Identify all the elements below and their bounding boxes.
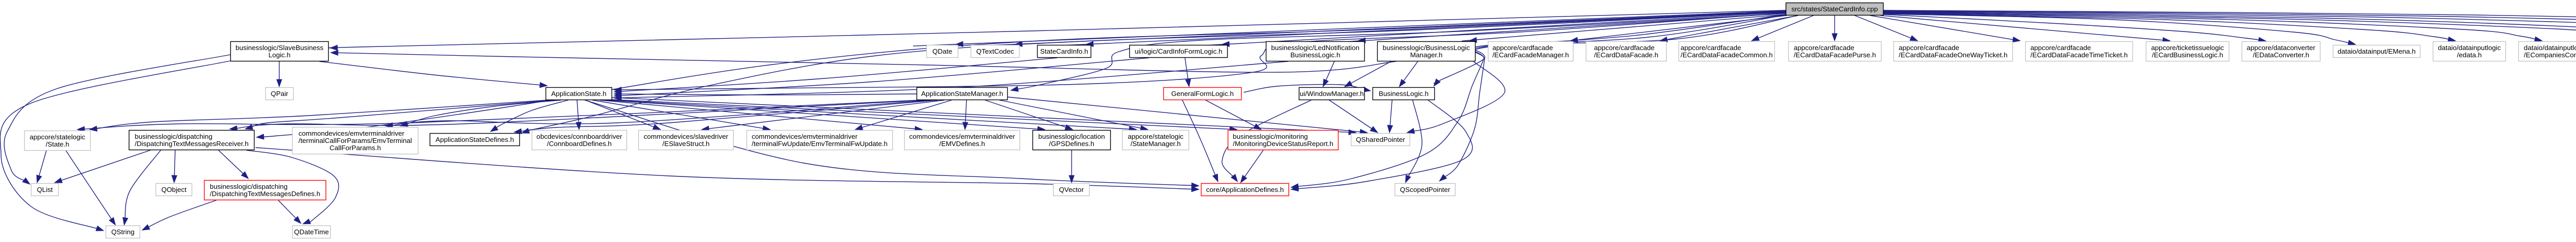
svg-text:/ECardDataFacadeOneWayTicket.h: /ECardDataFacadeOneWayTicket.h <box>1899 51 2007 59</box>
svg-text:/EDataConverter.h: /EDataConverter.h <box>2253 51 2309 59</box>
svg-text:dataio/datainputlogic: dataio/datainputlogic <box>2438 44 2501 52</box>
svg-text:appcore/cardfacade: appcore/cardfacade <box>1794 44 1855 52</box>
svg-text:commondevices/emvterminaldrive: commondevices/emvterminaldriver <box>752 133 858 140</box>
svg-text:ApplicationStateDefines.h: ApplicationStateDefines.h <box>435 136 514 143</box>
svg-text:QScopedPointer: QScopedPointer <box>1400 186 1450 193</box>
svg-text:/terminalCallForParams/EmvTerm: /terminalCallForParams/EmvTerminal <box>298 137 412 144</box>
svg-text:QObject: QObject <box>161 186 187 193</box>
svg-text:appcore/statelogic: appcore/statelogic <box>1128 133 1183 140</box>
svg-text:/ECardDataFacadeCommon.h: /ECardDataFacadeCommon.h <box>1681 51 1773 59</box>
svg-text:/MonitoringDeviceStatusReport.: /MonitoringDeviceStatusReport.h <box>1233 140 1333 148</box>
svg-text:/DispatchingTextMessagesReceiv: /DispatchingTextMessagesReceiver.h <box>135 140 249 148</box>
svg-text:/ESlaveStruct.h: /ESlaveStruct.h <box>663 140 710 148</box>
svg-text:src/states/StateCardInfo.cpp: src/states/StateCardInfo.cpp <box>1791 5 1878 13</box>
svg-text:Logic.h: Logic.h <box>268 51 291 59</box>
svg-text:QPair: QPair <box>271 90 289 98</box>
svg-text:QSharedPointer: QSharedPointer <box>1356 136 1405 143</box>
svg-text:commondevices/emvterminaldrive: commondevices/emvterminaldriver <box>298 130 404 137</box>
svg-text:businesslogic/monitoring: businesslogic/monitoring <box>1233 133 1308 140</box>
svg-text:commondevices/emvterminaldrive: commondevices/emvterminaldriver <box>909 133 1015 140</box>
svg-text:businesslogic/dispatching: businesslogic/dispatching <box>135 133 213 140</box>
svg-text:appcore/cardfacade: appcore/cardfacade <box>1899 44 1959 52</box>
svg-text:/ECardDataFacadeTimeTicket.h: /ECardDataFacadeTimeTicket.h <box>2030 51 2128 59</box>
svg-text:QDate: QDate <box>933 47 952 55</box>
svg-text:businesslogic/BusinessLogic: businesslogic/BusinessLogic <box>1383 44 1470 52</box>
svg-text:obcdevices/connboarddriver: obcdevices/connboarddriver <box>536 133 622 140</box>
svg-text:QVector: QVector <box>1059 186 1084 193</box>
svg-text:businesslogic/location: businesslogic/location <box>1038 133 1105 140</box>
svg-text:QDateTime: QDateTime <box>294 228 329 236</box>
svg-text:ui/logic/CardInfoFormLogic.h: ui/logic/CardInfoFormLogic.h <box>1135 47 1223 55</box>
svg-text:/ECardFacadeManager.h: /ECardFacadeManager.h <box>1493 51 1569 59</box>
svg-text:/ConnboardDefines.h: /ConnboardDefines.h <box>547 140 612 148</box>
svg-text:Manager.h: Manager.h <box>1410 51 1443 59</box>
svg-text:QString: QString <box>111 228 134 236</box>
svg-text:GeneralFormLogic.h: GeneralFormLogic.h <box>1171 90 1233 98</box>
svg-text:/ECardDataFacade.h: /ECardDataFacade.h <box>1594 51 1658 59</box>
svg-text:businesslogic/dispatching: businesslogic/dispatching <box>210 183 287 190</box>
svg-text:CallForParams.h: CallForParams.h <box>330 144 381 152</box>
svg-text:appcore/cardfacade: appcore/cardfacade <box>2030 44 2091 52</box>
svg-text:appcore/ticketissuelogic: appcore/ticketissuelogic <box>2151 44 2224 52</box>
svg-text:core/ApplicationDefines.h: core/ApplicationDefines.h <box>1206 186 1284 193</box>
svg-text:QList: QList <box>37 186 53 193</box>
svg-text:appcore/cardfacade: appcore/cardfacade <box>1681 44 1741 52</box>
svg-text:/ECardBusinessLogic.h: /ECardBusinessLogic.h <box>2152 51 2223 59</box>
svg-text:/ECardDataFacadePurse.h: /ECardDataFacadePurse.h <box>1794 51 1876 59</box>
svg-text:appcore/statelogic: appcore/statelogic <box>30 133 86 141</box>
svg-text:appcore/dataconverter: appcore/dataconverter <box>2247 44 2316 52</box>
svg-text:/State.h: /State.h <box>46 140 70 148</box>
svg-text:ApplicationStateManager.h: ApplicationStateManager.h <box>921 90 1003 98</box>
svg-text:businesslogic/LedNotification: businesslogic/LedNotification <box>1271 44 1359 52</box>
svg-text:/ECompaniesConfig.h: /ECompaniesConfig.h <box>2524 51 2576 59</box>
svg-text:appcore/cardfacade: appcore/cardfacade <box>1594 44 1655 52</box>
svg-text:/terminalFwUpdate/EmvTerminalF: /terminalFwUpdate/EmvTerminalFwUpdate.h <box>752 140 888 148</box>
svg-text:businesslogic/SlaveBusiness: businesslogic/SlaveBusiness <box>235 44 324 52</box>
svg-text:/EMVDefines.h: /EMVDefines.h <box>939 140 985 148</box>
svg-text:appcore/cardfacade: appcore/cardfacade <box>1493 44 1553 52</box>
svg-text:dataio/datainputlogic: dataio/datainputlogic <box>2524 44 2576 52</box>
svg-text:/StateManager.h: /StateManager.h <box>1130 140 1181 148</box>
svg-text:/GPSDefines.h: /GPSDefines.h <box>1049 140 1094 148</box>
svg-text:/DispatchingTextMessagesDefine: /DispatchingTextMessagesDefines.h <box>210 190 320 198</box>
svg-text:QTextCodec: QTextCodec <box>976 47 1014 55</box>
svg-text:dataio/datainput/EMena.h: dataio/datainput/EMena.h <box>2337 47 2416 55</box>
svg-text:BusinessLogic.h: BusinessLogic.h <box>1379 90 1429 98</box>
svg-text:BusinessLogic.h: BusinessLogic.h <box>1291 51 1341 59</box>
svg-text:ui/WindowManager.h: ui/WindowManager.h <box>1300 90 1364 98</box>
svg-text:/edata.h: /edata.h <box>2457 51 2482 59</box>
svg-text:commondevices/slavedriver: commondevices/slavedriver <box>643 133 728 140</box>
svg-text:ApplicationState.h: ApplicationState.h <box>551 90 606 98</box>
svg-text:StateCardInfo.h: StateCardInfo.h <box>1040 47 1088 55</box>
